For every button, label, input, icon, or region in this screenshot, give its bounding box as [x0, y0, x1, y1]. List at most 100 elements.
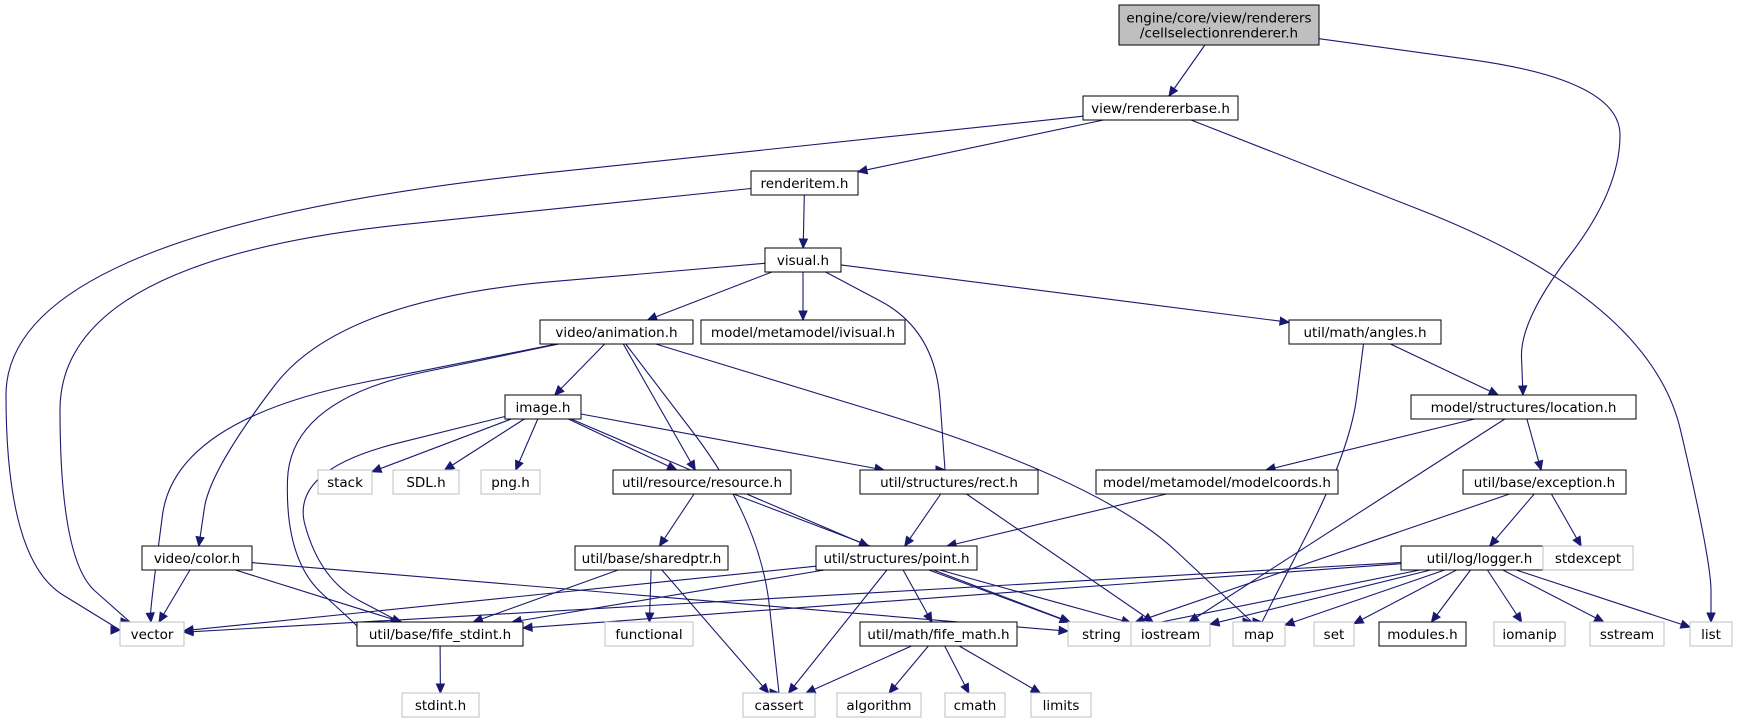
node-box-angles [1288, 319, 1442, 345]
node-label-fife_math: util/math/fife_math.h [867, 627, 1009, 643]
node-box-iostream [1130, 621, 1211, 647]
edge-logger-to-string [1134, 569, 1420, 628]
edge-visual-to-angles [840, 264, 1290, 323]
arrowhead-visual-to-animation [646, 312, 659, 322]
edge-root-to-rendererbase [1168, 44, 1206, 97]
edge-animation-to-image [554, 343, 606, 396]
node-animation[interactable]: video/animation.h [539, 319, 694, 345]
edge-point-to-fife_stdint [512, 569, 825, 623]
node-sdl: SDL.h [392, 469, 460, 495]
edge-rect-to-iostream [966, 493, 1154, 623]
node-ivisual[interactable]: model/metamodel/ivisual.h [700, 319, 906, 345]
node-box-iomanip [1493, 621, 1566, 647]
arrowhead-color-to-string [1058, 625, 1070, 636]
node-root[interactable]: engine/core/view/renderers/cellselection… [1118, 4, 1320, 46]
node-angles[interactable]: util/math/angles.h [1288, 319, 1442, 345]
node-color[interactable]: video/color.h [141, 545, 253, 571]
node-box-resource [612, 469, 792, 495]
node-modelcoords[interactable]: model/metamodel/modelcoords.h [1095, 469, 1339, 495]
node-location[interactable]: model/structures/location.h [1410, 394, 1637, 420]
arrowhead-logger-to-iomanip [1512, 611, 1523, 624]
arrowhead-fife_math-to-limits [1029, 684, 1042, 694]
arrowhead-rect-to-point [904, 535, 915, 548]
node-fife_stdint[interactable]: util/base/fife_stdint.h [356, 621, 524, 647]
edge-logger-to-sstream [1502, 569, 1604, 623]
node-stdint: stdint.h [401, 692, 480, 718]
node-box-sdl [392, 469, 460, 495]
arrowhead-logger-to-vector [182, 626, 194, 637]
node-png: png.h [480, 469, 541, 495]
node-stdexcept: stdexcept [1542, 545, 1634, 571]
arrowhead-point-to-string [1058, 614, 1071, 624]
node-label-sdl: SDL.h [406, 475, 445, 491]
node-list: list [1689, 621, 1733, 647]
arrowhead-image-to-sdl [443, 460, 456, 471]
node-label-stdint: stdint.h [415, 698, 466, 714]
node-label-cmath: cmath [954, 698, 997, 714]
arrowhead-rendererbase-to-vector [110, 625, 122, 635]
node-point[interactable]: util/structures/point.h [815, 545, 978, 571]
edge-sharedptr-to-cassert [661, 569, 770, 694]
edge-rendererbase-to-vector [5, 115, 1084, 631]
node-box-set [1313, 621, 1355, 647]
node-label-fife_stdint: util/base/fife_stdint.h [369, 627, 511, 643]
node-box-exception [1462, 469, 1627, 495]
arrowhead-color-to-vector [158, 611, 169, 624]
edge-point-to-string [928, 569, 1070, 623]
node-image[interactable]: image.h [504, 394, 582, 420]
arrowhead-logger-to-modules [1430, 611, 1442, 623]
node-label-list: list [1701, 627, 1721, 643]
edge-exception-to-logger [1489, 493, 1535, 547]
edge-exception-to-stdexcept [1550, 493, 1582, 547]
edge-image-to-sdl [444, 418, 525, 471]
node-exception[interactable]: util/base/exception.h [1462, 469, 1627, 495]
node-rendererbase[interactable]: view/rendererbase.h [1082, 95, 1239, 121]
node-label-iostream: iostream [1141, 627, 1200, 643]
edge-point-to-cassert [788, 569, 888, 694]
node-box-rect [859, 469, 1039, 495]
node-box-root [1118, 4, 1320, 46]
node-fife_math[interactable]: util/math/fife_math.h [859, 621, 1018, 647]
node-box-limits [1030, 692, 1092, 718]
edge-image-to-fife_stdint [302, 415, 506, 623]
edge-animation-to-fife_stdint [286, 343, 560, 629]
node-box-renderitem [750, 170, 859, 196]
node-logger[interactable]: util/log/logger.h [1400, 545, 1559, 571]
node-label-string: string [1082, 627, 1121, 643]
arrowhead-visual-to-ivisual [798, 310, 808, 322]
edge-fife_math-to-cassert [805, 645, 912, 694]
node-rect[interactable]: util/structures/rect.h [859, 469, 1039, 495]
node-label-renderitem: renderitem.h [761, 176, 849, 192]
edge-animation-to-vector [149, 343, 557, 623]
node-box-image [504, 394, 582, 420]
node-layer: engine/core/view/renderers/cellselection… [119, 4, 1733, 718]
arrowhead-animation-to-vector [145, 612, 155, 624]
node-label-angles: util/math/angles.h [1303, 325, 1426, 341]
edge-rendererbase-to-list [1190, 119, 1712, 622]
node-modules[interactable]: modules.h [1378, 621, 1467, 647]
node-label-iomanip: iomanip [1502, 627, 1556, 643]
edge-logger-to-modules [1431, 569, 1471, 623]
edge-animation-to-resource [622, 343, 696, 471]
node-box-animation [539, 319, 694, 345]
node-box-color [141, 545, 253, 571]
node-stack: stack [317, 469, 373, 495]
edge-logger-to-iomanip [1486, 569, 1523, 623]
edge-image-to-rect [580, 413, 885, 471]
node-renderitem[interactable]: renderitem.h [750, 170, 859, 196]
arrowhead-rendererbase-to-renderitem [856, 165, 869, 175]
edge-modelcoords-to-point [946, 493, 1167, 547]
node-map: map [1232, 621, 1286, 647]
node-box-visual [764, 247, 842, 273]
edge-sharedptr-to-fife_stdint [473, 569, 619, 623]
node-label-algorithm: algorithm [846, 698, 911, 714]
edge-logger-to-vector [183, 561, 1402, 633]
node-box-cmath [944, 692, 1006, 718]
edge-point-to-vector [183, 565, 817, 632]
node-sharedptr[interactable]: util/base/sharedptr.h [574, 545, 729, 571]
node-visual[interactable]: visual.h [764, 247, 842, 273]
node-label-image: image.h [516, 400, 571, 416]
node-resource[interactable]: util/resource/resource.h [612, 469, 792, 495]
node-box-ivisual [700, 319, 906, 345]
edge-image-to-resource [568, 418, 677, 471]
